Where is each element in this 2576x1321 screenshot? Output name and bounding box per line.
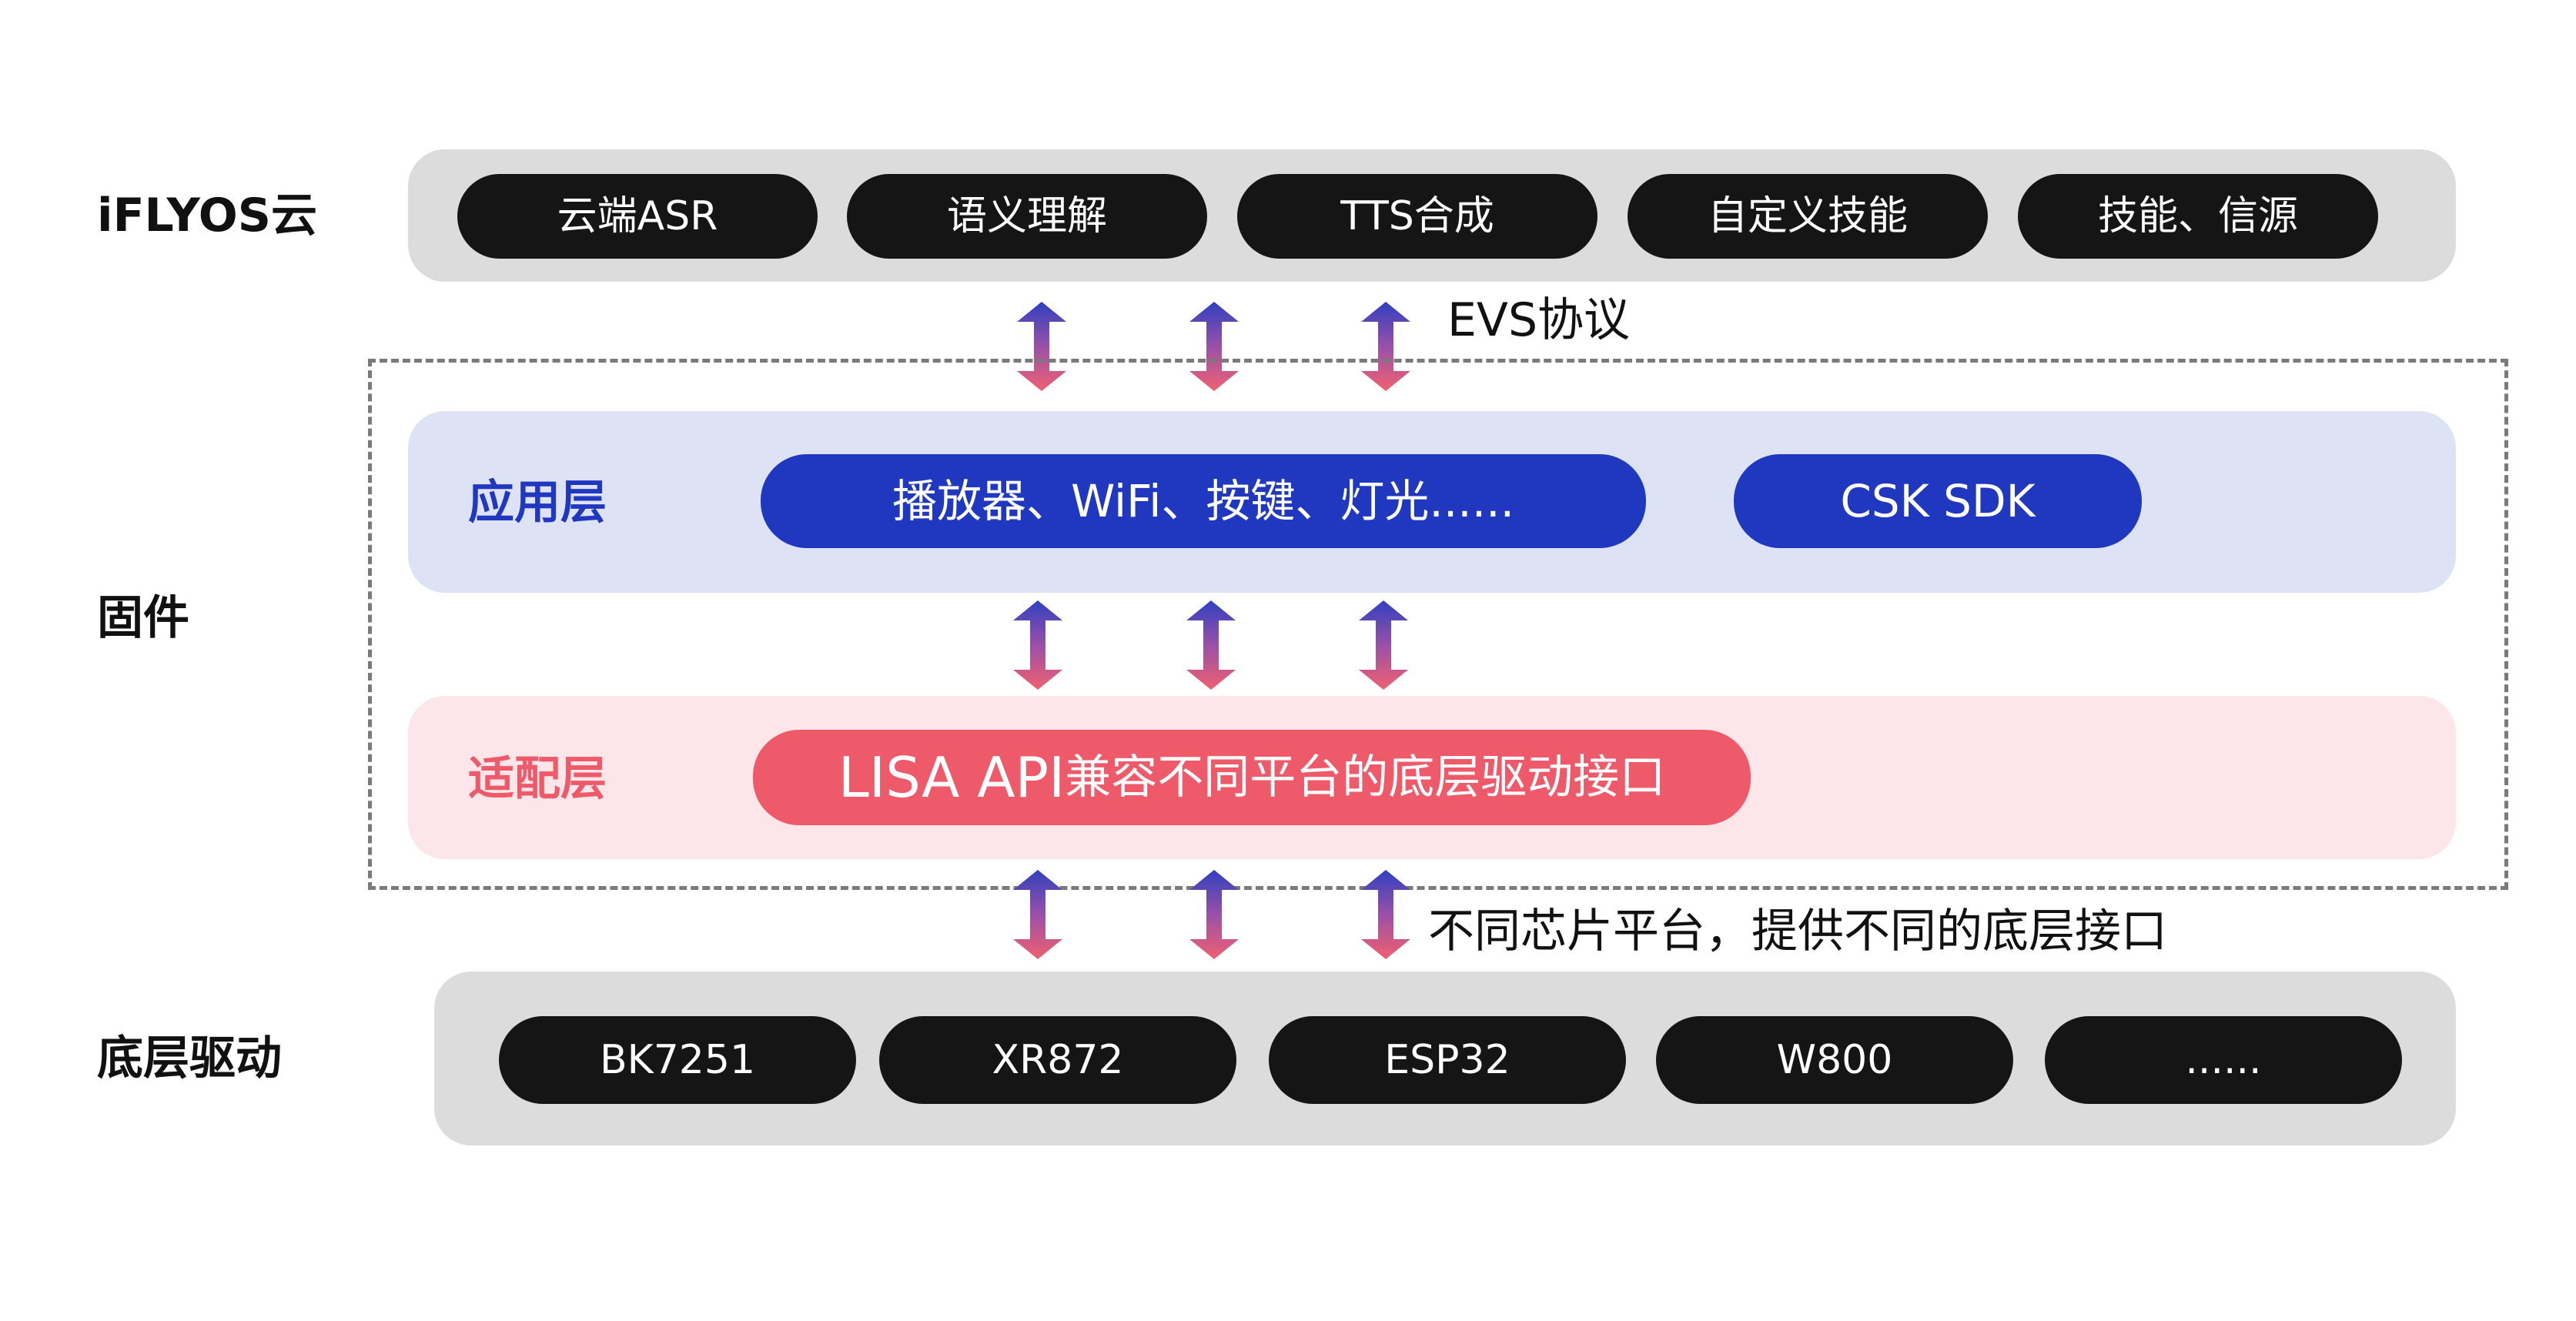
adapt-layer-pill-api: LISA API [838, 745, 1066, 810]
label-driver: 底层驱动 [97, 1032, 282, 1085]
arrow-app-adapt-1 [1013, 600, 1062, 690]
arrow-adapt-driver-1 [1013, 870, 1062, 959]
arrow-app-adapt-2 [1186, 600, 1236, 690]
adapt-layer-pill: LISA API 兼容不同平台的底层驱动接口 [753, 730, 1751, 825]
cloud-item-asr: 云端ASR [457, 174, 818, 259]
adapt-layer-name: 适配层 [468, 752, 607, 806]
driver-item-bk7251: BK7251 [499, 1016, 856, 1104]
driver-item-xr872: XR872 [879, 1016, 1236, 1104]
driver-item-esp32: ESP32 [1269, 1016, 1626, 1104]
app-layer-name: 应用层 [468, 476, 607, 530]
cloud-item-skill-source: 技能、信源 [2018, 174, 2378, 259]
platform-note: 不同芯片平台，提供不同的底层接口 [1428, 905, 2167, 958]
driver-item-more: ...... [2045, 1016, 2402, 1104]
cloud-item-tts: TTS合成 [1237, 174, 1597, 259]
app-layer-pill-sdk: CSK SDK [1734, 454, 2142, 548]
arrow-app-adapt-3 [1359, 600, 1408, 690]
cloud-item-custom-skill: 自定义技能 [1628, 174, 1988, 259]
cloud-item-nlu: 语义理解 [847, 174, 1207, 259]
label-firmware: 固件 [97, 591, 189, 645]
arrow-adapt-driver-2 [1189, 870, 1239, 959]
arrow-adapt-driver-3 [1361, 870, 1410, 959]
protocol-note: EVS协议 [1447, 293, 1631, 347]
label-cloud: iFLYOS云 [97, 189, 317, 242]
app-layer-pill-main: 播放器、WiFi、按键、灯光...... [761, 454, 1646, 548]
driver-item-w800: W800 [1656, 1016, 2013, 1104]
firmware-boundary [368, 359, 2508, 890]
adapt-layer-pill-desc: 兼容不同平台的底层驱动接口 [1065, 751, 1666, 804]
